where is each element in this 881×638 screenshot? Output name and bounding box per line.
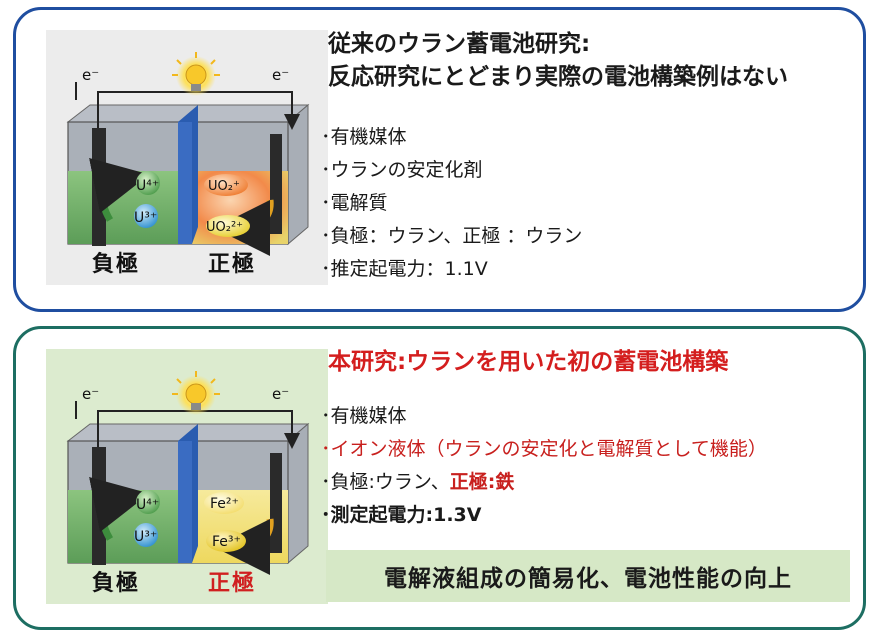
ion-label: Fe³⁺ xyxy=(212,534,241,550)
bulb-base xyxy=(191,403,201,410)
list-item: ･測定起電力:1.3V xyxy=(321,504,482,526)
conventional-features-list: ･有機媒体 ･ウランの安定化剤 ･電解質 ･負極：ウラン、正極 ：ウラン ･推定… xyxy=(321,121,582,286)
ion-label: U⁴⁺ xyxy=(136,497,159,513)
conventional-research-title: 従来のウラン蓄電池研究: 反応研究にとどまり実際の電池構築例はない xyxy=(328,28,788,94)
separator-front xyxy=(178,122,192,244)
conclusion-banner: 電解液組成の簡易化、電池性能の向上 xyxy=(326,550,850,602)
list-item: ･有機媒体 xyxy=(321,405,407,427)
ion-label: U³⁺ xyxy=(134,529,157,545)
list-item: ･負極：ウラン、正極 ：ウラン xyxy=(321,225,583,247)
electron-label-left: e⁻ xyxy=(82,385,99,403)
this-research-panel: e⁻ e⁻ U⁴⁺ U³⁺ Fe²⁺ Fe³⁺ 負極 正極 本研究:ウランを用い… xyxy=(13,326,866,630)
ion-label: UO₂²⁺ xyxy=(206,220,243,235)
list-item: ･ウランの安定化剤 xyxy=(321,159,483,181)
list-item: ･推定起電力：1.1V xyxy=(321,258,488,280)
electron-label-right: e⁻ xyxy=(272,385,289,403)
positive-electrode-label: 正極 xyxy=(208,252,257,277)
battery-cell-diagram: e⁻ e⁻ U⁴⁺ U³⁺ UO₂⁺ UO₂²⁺ xyxy=(66,52,310,256)
negative-electrolyte xyxy=(68,490,178,563)
this-research-title: 本研究:ウランを用いた初の蓄電池構築 xyxy=(328,349,729,375)
positive-electrode-label: 正極 xyxy=(208,571,257,596)
uranium-iron-battery-illustration: e⁻ e⁻ U⁴⁺ U³⁺ Fe²⁺ Fe³⁺ 負極 正極 xyxy=(46,349,328,604)
this-research-features-list: ･有機媒体 ･イオン液体（ウランの安定化と電解質として機能） ･負極:ウラン、正… xyxy=(321,400,767,532)
list-item: ･電解質 xyxy=(321,192,388,214)
list-item: ･有機媒体 xyxy=(321,126,407,148)
ion-ball xyxy=(204,492,244,514)
battery-cell-diagram: e⁻ e⁻ U⁴⁺ U³⁺ Fe²⁺ Fe³⁺ xyxy=(66,371,310,575)
negative-electrode-label: 負極 xyxy=(92,252,141,277)
ion-label: U⁴⁺ xyxy=(136,178,159,194)
tank-side xyxy=(287,422,309,565)
ion-ball xyxy=(136,171,160,195)
list-item: ･負極:ウラン、正極:鉄 xyxy=(321,466,767,499)
separator-front xyxy=(178,441,192,563)
list-item-highlight: 正極:鉄 xyxy=(449,471,515,493)
conventional-research-panel: e⁻ e⁻ U⁴⁺ U³⁺ UO₂⁺ UO₂²⁺ 負極 正極 従来のウラン蓄電池… xyxy=(13,7,866,312)
list-item-prefix: ･負極:ウラン、 xyxy=(321,471,450,493)
ion-ball xyxy=(206,530,246,552)
ion-label: UO₂⁺ xyxy=(208,179,240,194)
negative-electrode-label: 負極 xyxy=(92,571,141,596)
redox-cycle-arrow-icon xyxy=(89,158,150,222)
electron-label-left: e⁻ xyxy=(82,66,99,84)
ion-ball xyxy=(134,523,158,547)
negative-electrolyte xyxy=(68,171,178,244)
ion-label: U³⁺ xyxy=(134,210,157,226)
list-item: ･イオン液体（ウランの安定化と電解質として機能） xyxy=(321,438,767,460)
ion-ball xyxy=(136,490,160,514)
bulb-rays xyxy=(172,52,220,76)
bulb-rays xyxy=(172,371,220,395)
ion-ball xyxy=(206,215,250,237)
positive-electrode-icon xyxy=(270,453,282,553)
positive-electrode-icon xyxy=(270,134,282,234)
bulb-base xyxy=(191,84,201,91)
title-line-1: 従来のウラン蓄電池研究: xyxy=(328,31,591,57)
uranium-battery-illustration: e⁻ e⁻ U⁴⁺ U³⁺ UO₂⁺ UO₂²⁺ 負極 正極 xyxy=(46,30,328,285)
electron-label-right: e⁻ xyxy=(272,66,289,84)
light-bulb-icon xyxy=(185,64,207,86)
title-line-2: 反応研究にとどまり実際の電池構築例はない xyxy=(328,64,788,90)
ion-ball xyxy=(204,174,248,196)
redox-cycle-arrow-icon xyxy=(89,477,150,541)
ion-label: Fe²⁺ xyxy=(210,496,239,512)
light-bulb-icon xyxy=(185,383,207,405)
redox-cycle-arrow-icon xyxy=(214,518,274,575)
ion-ball xyxy=(134,204,158,228)
tank-side xyxy=(287,103,309,246)
